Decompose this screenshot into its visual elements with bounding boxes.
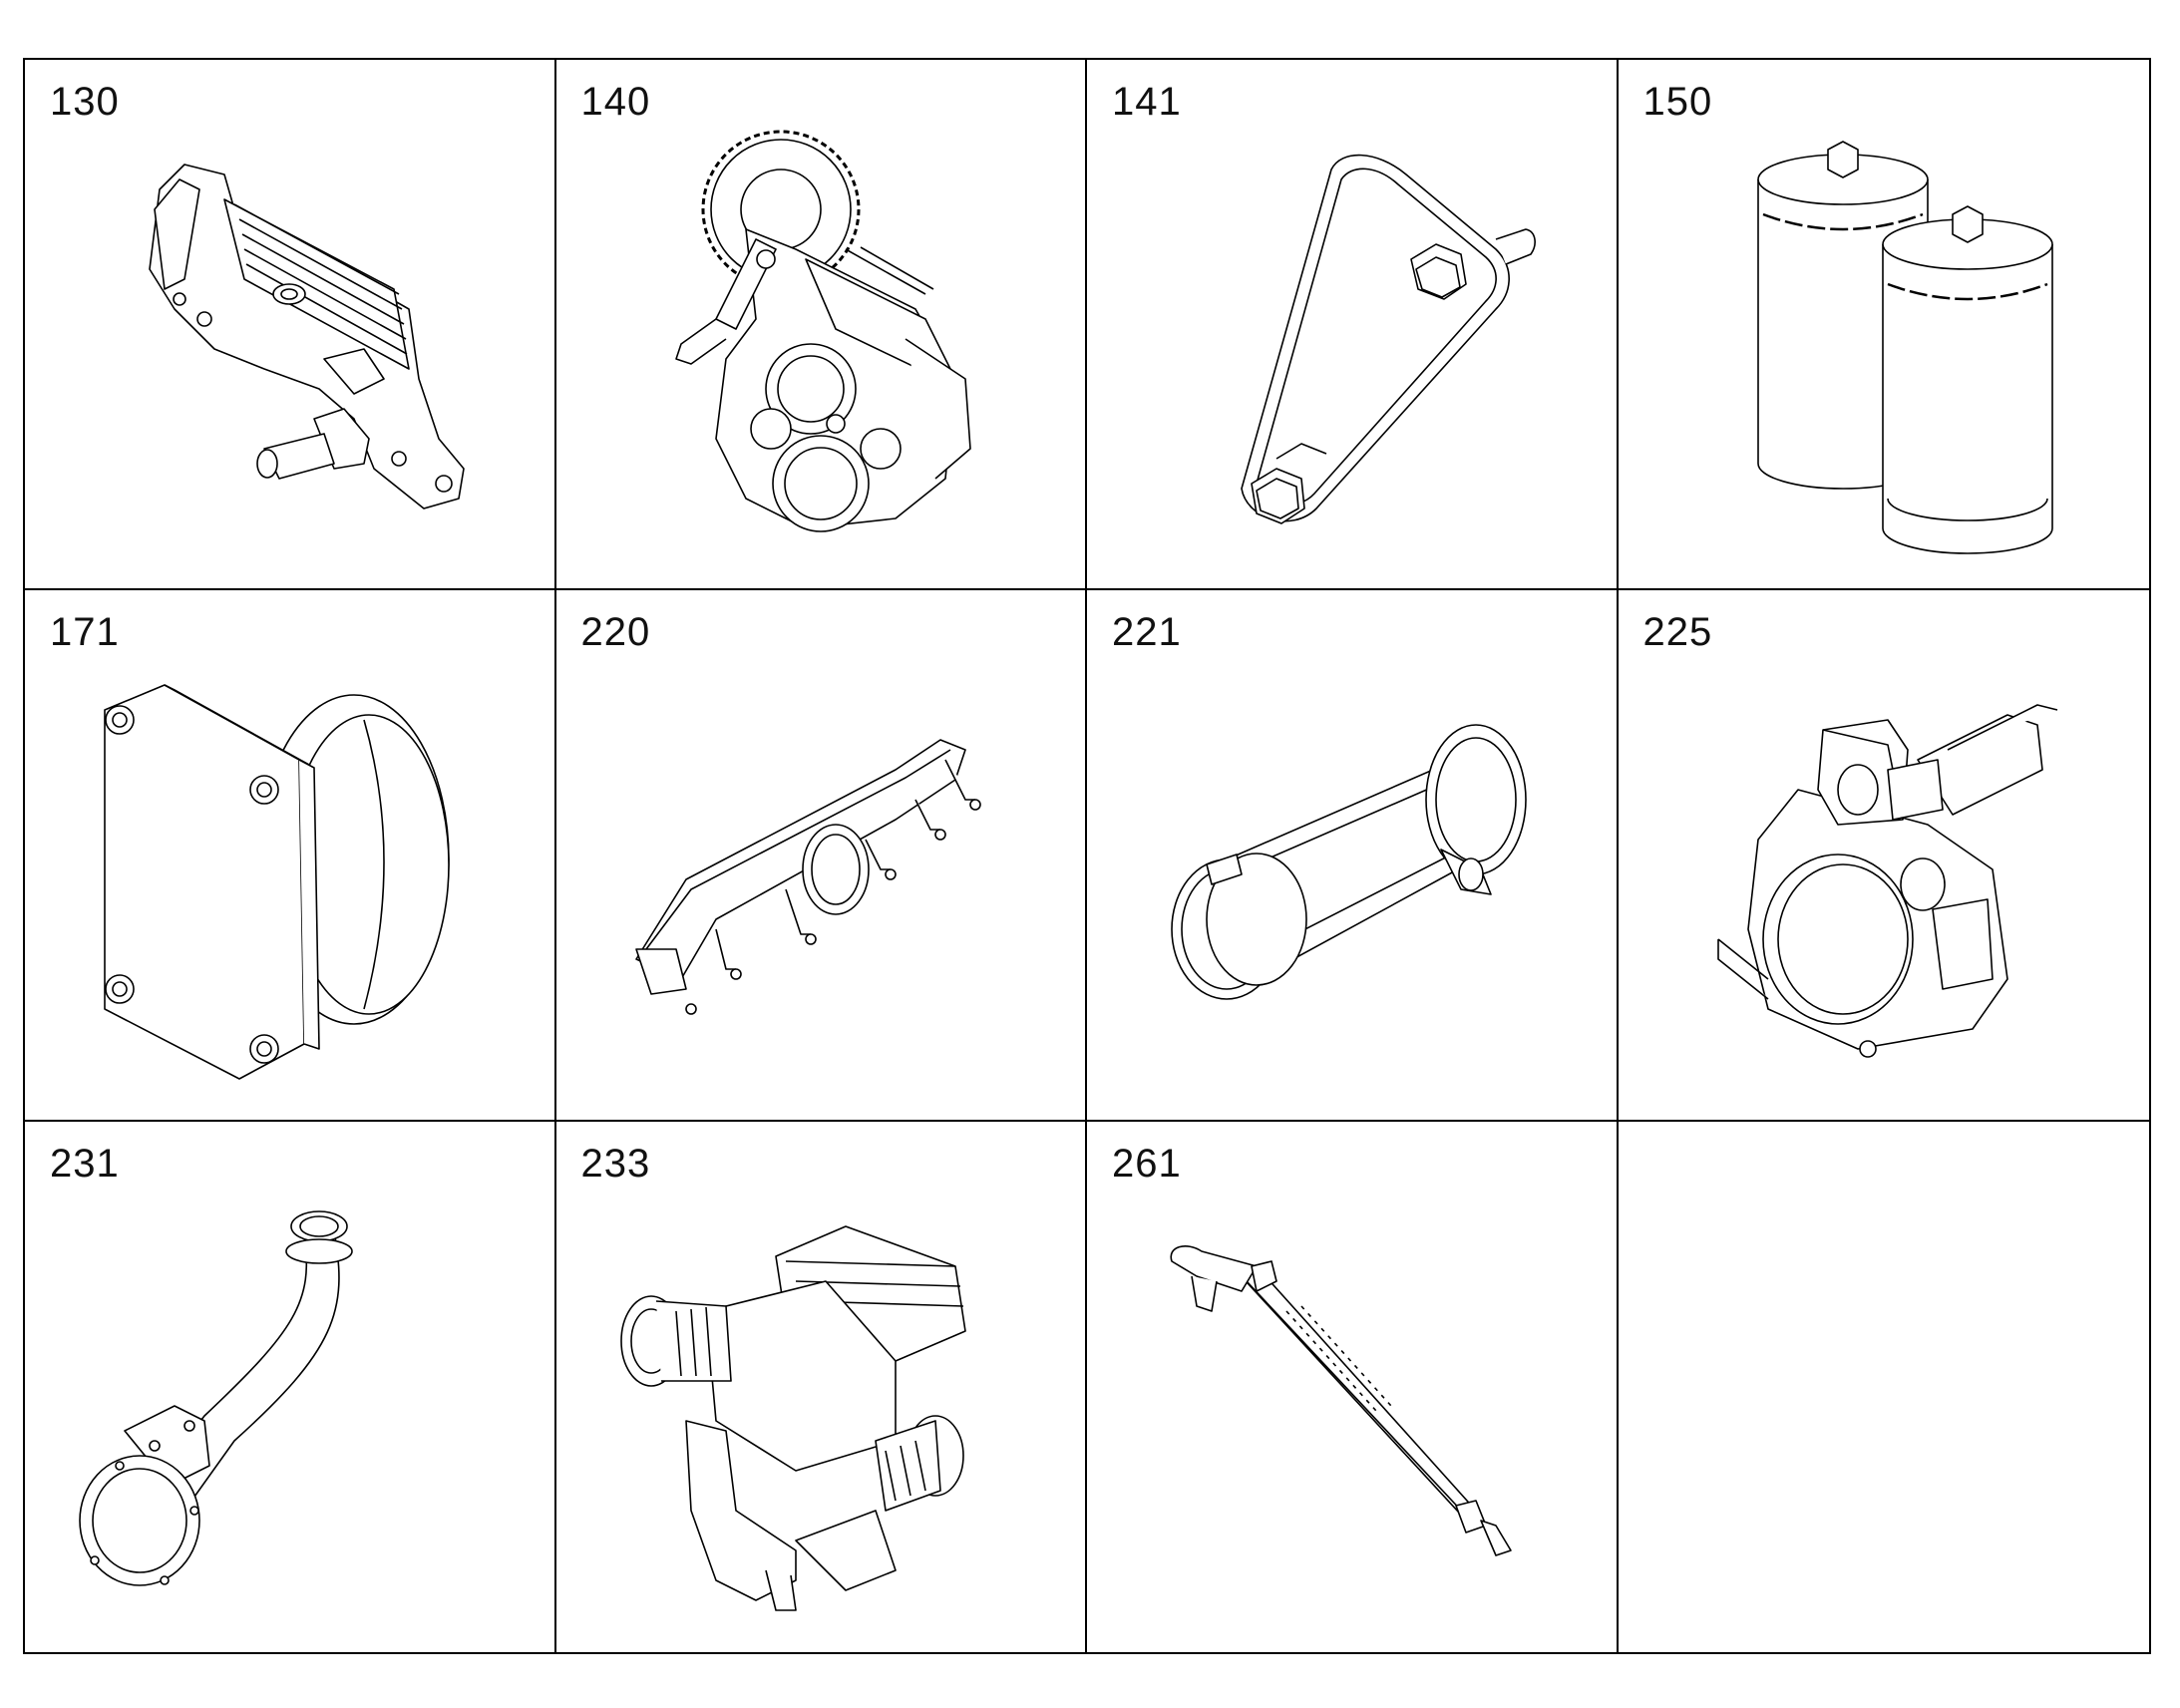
part-number-label: 221 [1112,610,1182,655]
part-number-label: 171 [50,610,120,655]
part-cell-141[interactable]: 141 [1087,60,1619,591]
part-cell-221[interactable]: 221 [1087,590,1619,1122]
part-number-label: 141 [1112,80,1182,124]
cover-plate-hub-icon [65,650,514,1089]
part-number-label: 231 [50,1141,120,1186]
injector-rod-icon [1127,1182,1576,1620]
part-cell-233[interactable]: 233 [556,1121,1087,1652]
part-number-label: 220 [580,610,651,655]
gear-drive-housing-icon [596,120,1045,558]
empty-cell [1619,1122,2150,1652]
link-bracket-icon [1127,120,1576,558]
part-cell-130[interactable]: 130 [25,60,556,591]
part-cell-225[interactable]: 225 [1618,590,2149,1122]
part-cell-261[interactable]: 261 [1087,1121,1619,1652]
turbocharger-assembly-icon [596,1182,1045,1620]
part-cell-171[interactable]: 171 [25,590,556,1122]
oil-cooler-housing-icon [65,120,514,558]
part-cell-150[interactable]: 150 [1618,60,2149,591]
part-number-label: 233 [580,1141,651,1186]
flanged-tube-housing-icon [1127,650,1576,1089]
part-number-label: 140 [580,80,651,124]
bent-pipe-flange-icon [65,1182,514,1620]
twin-filter-cartridges-icon [1658,120,2107,558]
part-cell-231[interactable]: 231 [25,1121,556,1652]
part-cell-140[interactable]: 140 [555,60,1087,591]
part-number-label: 130 [50,80,120,124]
part-number-label: 225 [1642,610,1713,655]
part-number-label: 150 [1642,80,1713,124]
parts-index-grid: 130 140 [23,58,2151,1654]
exhaust-manifold-icon [596,650,1045,1089]
part-number-label: 261 [1112,1141,1182,1186]
part-cell-220[interactable]: 220 [555,590,1087,1122]
valve-housing-icon [1658,650,2107,1089]
